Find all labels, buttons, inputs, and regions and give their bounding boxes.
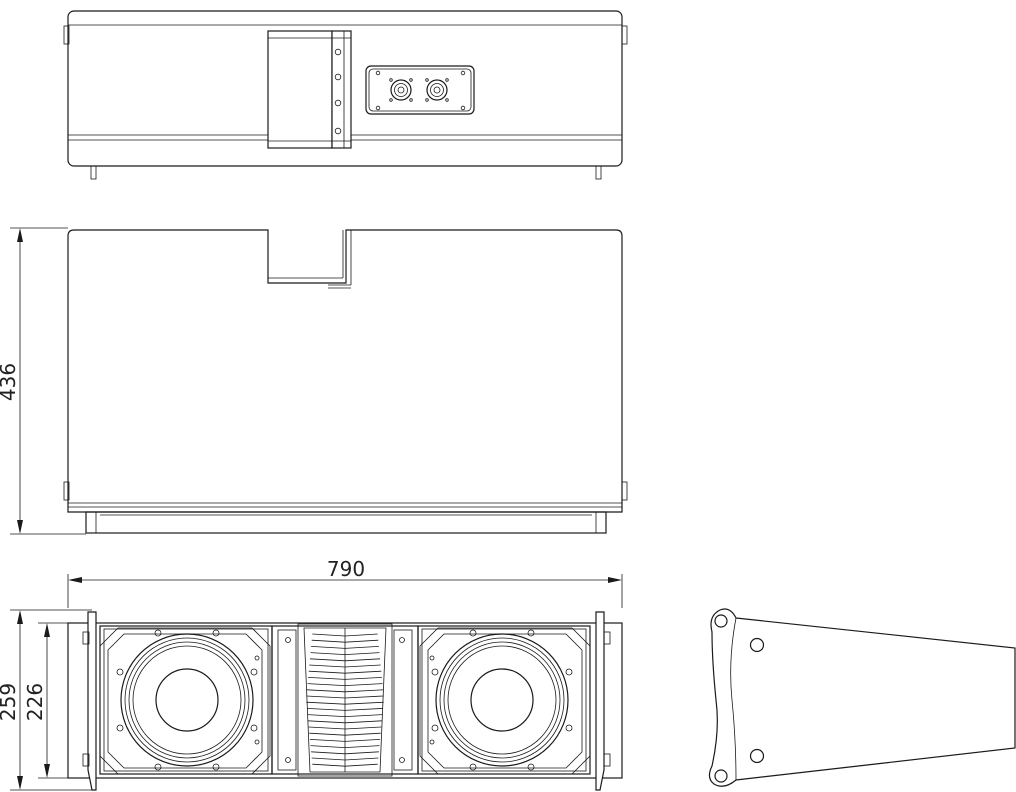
waveguide-fin xyxy=(309,658,381,662)
bracket-view xyxy=(708,608,1016,787)
waveguide-fin xyxy=(306,689,384,693)
dimension-width: 790 xyxy=(67,557,623,608)
waveguide-fin xyxy=(306,708,384,711)
waveguide-fin xyxy=(311,639,379,643)
waveguide-fin xyxy=(308,726,382,730)
dimension-depth-label: 436 xyxy=(0,363,20,401)
waveguide-fin xyxy=(307,683,383,687)
connector-plate xyxy=(365,65,475,115)
waveguide-fin xyxy=(306,695,384,699)
waveguide-fin xyxy=(308,677,382,680)
side-view xyxy=(63,229,628,534)
dimension-depth: 436 xyxy=(0,227,86,535)
waveguide-fin xyxy=(308,670,382,674)
waveguide-fin xyxy=(307,714,383,718)
dimension-height: 259 226 xyxy=(0,609,92,791)
front-view xyxy=(67,611,623,791)
speakon-connector-icon xyxy=(425,78,449,102)
center-waveguide xyxy=(271,623,419,777)
waveguide-fin xyxy=(306,701,384,705)
waveguide-fin xyxy=(311,757,379,761)
waveguide-fin xyxy=(310,652,380,656)
waveguide-fin xyxy=(309,664,381,668)
waveguide-fin xyxy=(312,633,378,637)
waveguide-fin xyxy=(312,763,378,767)
waveguide-fin xyxy=(310,745,380,749)
waveguide-fin xyxy=(309,732,381,736)
top-view xyxy=(63,10,628,180)
waveguide-fin xyxy=(309,739,381,742)
right-woofer xyxy=(417,625,591,775)
waveguide-fin xyxy=(311,646,379,649)
left-woofer xyxy=(99,625,273,775)
dimension-height-overall-label: 259 xyxy=(0,683,20,721)
waveguide-fin xyxy=(311,751,379,755)
waveguide-fin xyxy=(308,720,382,724)
speakon-connector-icon xyxy=(389,78,413,102)
dimension-width-label: 790 xyxy=(327,557,365,581)
dimension-height-cabinet-label: 226 xyxy=(23,683,47,721)
